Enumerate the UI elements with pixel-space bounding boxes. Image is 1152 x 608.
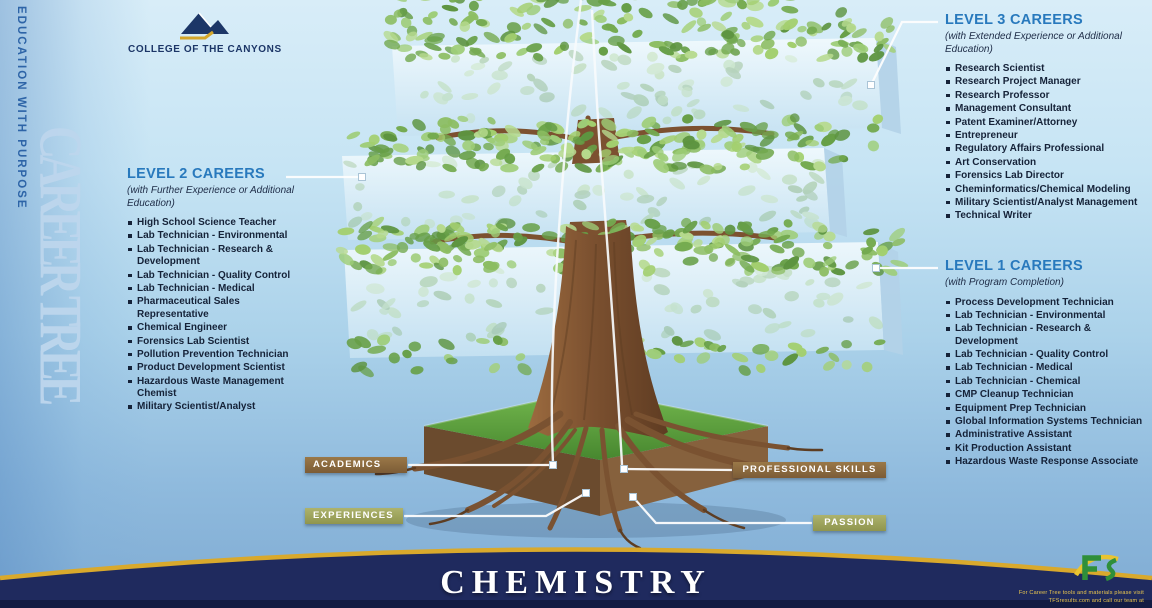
career-item: Pollution Prevention Technician bbox=[127, 349, 299, 361]
college-name: COLLEGE OF THE CANYONS bbox=[128, 44, 282, 55]
footer-band bbox=[0, 547, 1152, 608]
career-item: Research Project Manager bbox=[945, 76, 1143, 88]
ground-platform bbox=[406, 388, 786, 538]
level-3-careers-panel: LEVEL 3 CAREERS (with Extended Experienc… bbox=[945, 12, 1143, 224]
footer-logo-icon bbox=[1070, 545, 1124, 590]
career-item: Equipment Prep Technician bbox=[945, 403, 1145, 415]
level-2-heading: LEVEL 2 CAREERS bbox=[127, 166, 265, 182]
career-item: Patent Examiner/Attorney bbox=[945, 117, 1143, 129]
canopy-leaves bbox=[335, 0, 909, 378]
footer-note-line1: For Career Tree tools and materials plea… bbox=[1018, 590, 1144, 597]
career-item: Technical Writer bbox=[945, 210, 1143, 222]
career-item: High School Science Teacher bbox=[127, 217, 299, 229]
career-item: Forensics Lab Director bbox=[945, 170, 1143, 182]
career-item: Lab Technician - Environmental bbox=[127, 230, 299, 242]
experiences-label: EXPERIENCES bbox=[305, 508, 403, 524]
career-item: Kit Production Assistant bbox=[945, 443, 1145, 455]
footer-note: For Career Tree tools and materials plea… bbox=[1019, 590, 1144, 605]
career-item: Lab Technician - Medical bbox=[127, 283, 299, 295]
left-gradient-band bbox=[0, 0, 150, 608]
career-item: Chemical Engineer bbox=[127, 322, 299, 334]
career-item: Hazardous Waste Response Associate bbox=[945, 456, 1145, 468]
career-item: Lab Technician - Environmental bbox=[945, 310, 1145, 322]
level-2-subtitle: (with Further Experience or Additional E… bbox=[127, 185, 294, 209]
canopy-leaves-faint bbox=[343, 49, 883, 342]
professional-skills-label: PROFESSIONAL SKILLS bbox=[733, 462, 886, 478]
level-3-subtitle: (with Extended Experience or Additional … bbox=[945, 31, 1122, 55]
career-item: Administrative Assistant bbox=[945, 429, 1145, 441]
tagline-vertical: EDUCATION WITH PURPOSE bbox=[15, 6, 27, 210]
level-1-subtitle: (with Program Completion) bbox=[945, 277, 1064, 288]
career-item: Regulatory Affairs Professional bbox=[945, 143, 1143, 155]
college-logo-icon bbox=[180, 12, 229, 40]
callout-nodes bbox=[358, 81, 880, 501]
career-item: Lab Technician - Research & Development bbox=[945, 323, 1145, 348]
level-1-careers-panel: LEVEL 1 CAREERS (with Program Completion… bbox=[945, 258, 1145, 470]
career-item: Cheminformatics/Chemical Modeling bbox=[945, 184, 1143, 196]
career-item: Entrepreneur bbox=[945, 130, 1143, 142]
level-2-careers-panel: LEVEL 2 CAREERS (with Further Experience… bbox=[127, 166, 299, 415]
career-item: Hazardous Waste Management Chemist bbox=[127, 376, 299, 401]
career-item: Lab Technician - Chemical bbox=[945, 376, 1145, 388]
academics-label: ACADEMICS bbox=[305, 457, 407, 473]
level-3-heading: LEVEL 3 CAREERS bbox=[945, 12, 1083, 28]
career-item: Research Professor bbox=[945, 90, 1143, 102]
career-item: Pharmaceutical Sales Representative bbox=[127, 296, 299, 321]
career-item: Lab Technician - Research & Development bbox=[127, 244, 299, 269]
discipline-title: CHEMISTRY bbox=[440, 564, 712, 601]
callout-lines bbox=[286, 20, 938, 525]
tree-trunk bbox=[528, 226, 668, 438]
career-item: Forensics Lab Scientist bbox=[127, 336, 299, 348]
career-item: Lab Technician - Medical bbox=[945, 362, 1145, 374]
level-1-heading: LEVEL 1 CAREERS bbox=[945, 258, 1083, 274]
passion-label: PASSION bbox=[813, 515, 886, 531]
career-item: Military Scientist/Analyst Management bbox=[945, 197, 1143, 209]
footer-note-line2: TFSresults.com and call our team at bbox=[1048, 597, 1144, 604]
poster-title-vertical: CAREER TREE bbox=[27, 126, 95, 402]
career-item: Product Development Scientist bbox=[127, 362, 299, 374]
career-item: Art Conservation bbox=[945, 157, 1143, 169]
career-item: Process Development Technician bbox=[945, 297, 1145, 309]
career-item: Global Information Systems Technician bbox=[945, 416, 1145, 428]
career-item: Research Scientist bbox=[945, 63, 1143, 75]
career-item: Lab Technician - Quality Control bbox=[945, 349, 1145, 361]
career-item: Management Consultant bbox=[945, 103, 1143, 115]
college-logo: COLLEGE OF THE CANYONS bbox=[128, 10, 282, 55]
trunk-connector-lines bbox=[550, 0, 624, 466]
career-item: Lab Technician - Quality Control bbox=[127, 270, 299, 282]
career-item: Military Scientist/Analyst bbox=[127, 401, 299, 413]
career-item: CMP Cleanup Technician bbox=[945, 389, 1145, 401]
